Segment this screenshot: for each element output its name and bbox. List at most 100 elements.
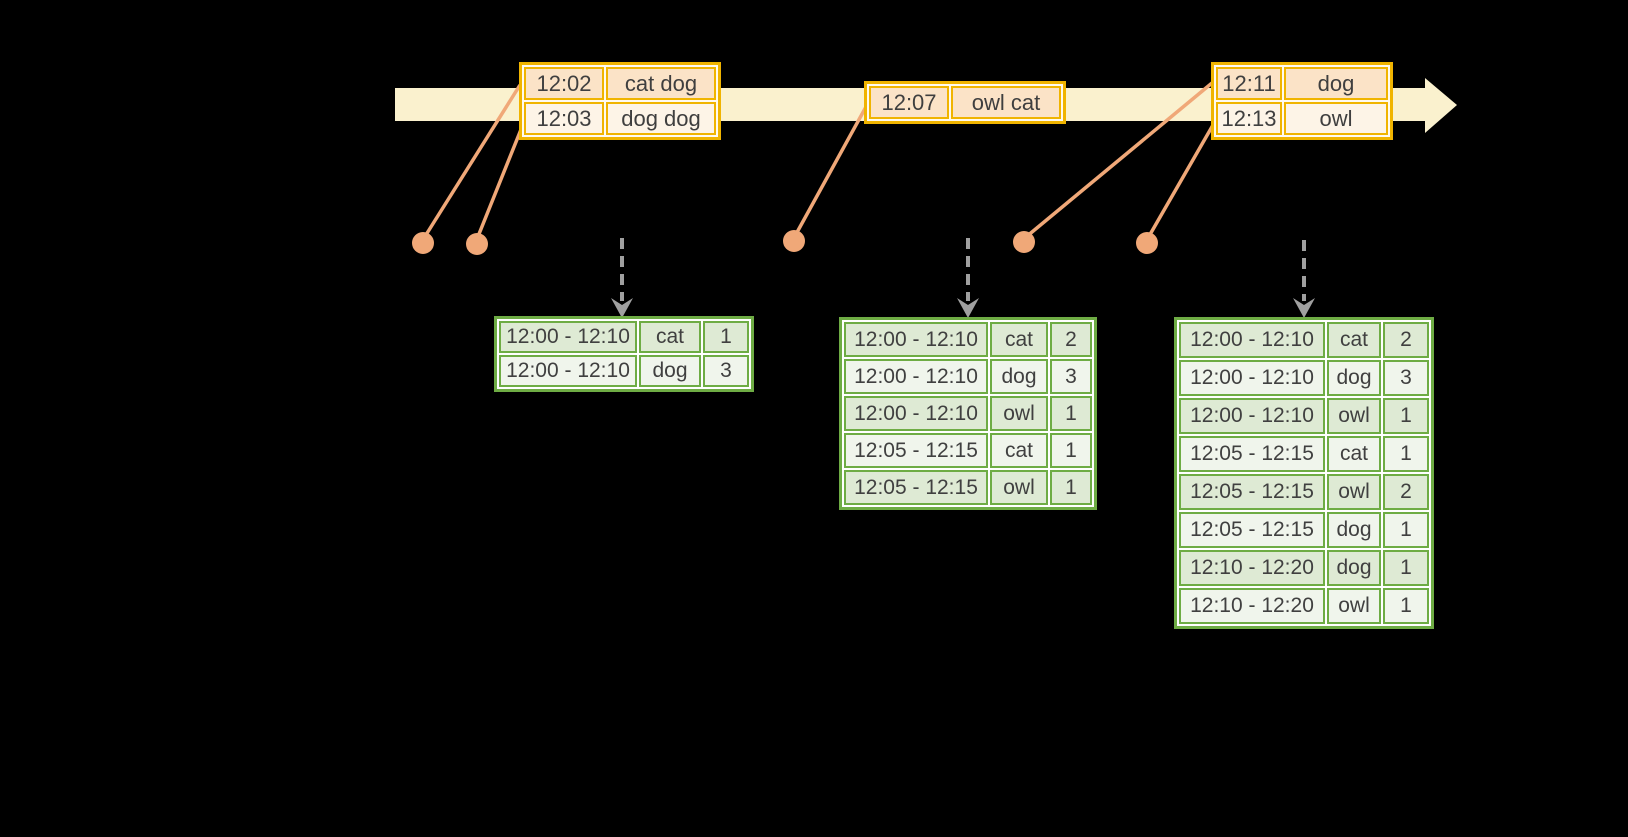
window-cell: 12:00 - 12:10 bbox=[1179, 360, 1325, 396]
count-cell: 2 bbox=[1050, 322, 1092, 357]
count-cell: 2 bbox=[1383, 474, 1429, 510]
window-cell: 12:00 - 12:10 bbox=[844, 396, 988, 431]
count-cell: 1 bbox=[703, 321, 749, 353]
word-cell: owl bbox=[1327, 474, 1381, 510]
result-table-2-grid: 12:00 - 12:10 cat 2 12:00 - 12:10 dog 3 … bbox=[839, 317, 1097, 510]
event-line-1213 bbox=[1146, 124, 1215, 239]
event-table-1: 12:02 cat dog 12:03 dog dog bbox=[519, 62, 721, 140]
table-row: 12:07 owl cat bbox=[869, 86, 1061, 119]
table-row: 12:00 - 12:10 dog 3 bbox=[499, 355, 749, 387]
down-arrowhead-icon-2 bbox=[957, 298, 979, 318]
count-cell: 1 bbox=[1383, 550, 1429, 586]
event-line-1211 bbox=[1024, 81, 1214, 239]
window-cell: 12:05 - 12:15 bbox=[1179, 474, 1325, 510]
table-row: 12:00 - 12:10 cat 2 bbox=[844, 322, 1092, 357]
event-connectors bbox=[422, 81, 1215, 240]
trigger-arrowheads bbox=[611, 298, 1315, 318]
word-cell: cat bbox=[990, 433, 1048, 468]
event-words-cell: dog dog bbox=[606, 102, 716, 135]
word-cell: dog bbox=[639, 355, 701, 387]
event-dot-1203 bbox=[466, 233, 488, 255]
window-cell: 12:00 - 12:10 bbox=[499, 355, 637, 387]
trigger-arrows bbox=[620, 238, 1306, 301]
window-cell: 12:00 - 12:10 bbox=[844, 322, 988, 357]
event-table-3: 12:11 dog 12:13 owl bbox=[1211, 62, 1393, 140]
result-table-1: 12:00 - 12:10 cat 1 12:00 - 12:10 dog 3 bbox=[494, 316, 754, 392]
table-row: 12:02 cat dog bbox=[524, 67, 716, 100]
event-table-1-grid: 12:02 cat dog 12:03 dog dog bbox=[519, 62, 721, 140]
count-cell: 1 bbox=[1383, 436, 1429, 472]
word-cell: owl bbox=[1327, 398, 1381, 434]
count-cell: 1 bbox=[1383, 512, 1429, 548]
table-row: 12:05 - 12:15 dog 1 bbox=[1179, 512, 1429, 548]
event-words-cell: cat dog bbox=[606, 67, 716, 100]
table-row: 12:05 - 12:15 owl 1 bbox=[844, 470, 1092, 505]
window-cell: 12:05 - 12:15 bbox=[1179, 436, 1325, 472]
event-time-cell: 12:07 bbox=[869, 86, 949, 119]
event-time-cell: 12:13 bbox=[1216, 102, 1282, 135]
word-cell: owl bbox=[990, 470, 1048, 505]
window-cell: 12:05 - 12:15 bbox=[844, 470, 988, 505]
table-row: 12:10 - 12:20 dog 1 bbox=[1179, 550, 1429, 586]
window-cell: 12:05 - 12:15 bbox=[1179, 512, 1325, 548]
word-cell: cat bbox=[639, 321, 701, 353]
event-words-cell: owl bbox=[1284, 102, 1388, 135]
window-cell: 12:05 - 12:15 bbox=[844, 433, 988, 468]
count-cell: 3 bbox=[1383, 360, 1429, 396]
window-cell: 12:10 - 12:20 bbox=[1179, 550, 1325, 586]
event-words-cell: dog bbox=[1284, 67, 1388, 100]
event-words-cell: owl cat bbox=[951, 86, 1061, 119]
word-cell: dog bbox=[990, 359, 1048, 394]
word-cell: dog bbox=[1327, 512, 1381, 548]
word-cell: owl bbox=[990, 396, 1048, 431]
window-cell: 12:00 - 12:10 bbox=[1179, 398, 1325, 434]
table-row: 12:05 - 12:15 owl 2 bbox=[1179, 474, 1429, 510]
result-table-2: 12:00 - 12:10 cat 2 12:00 - 12:10 dog 3 … bbox=[839, 317, 1097, 510]
word-cell: cat bbox=[1327, 322, 1381, 358]
table-row: 12:13 owl bbox=[1216, 102, 1388, 135]
event-dot-1213 bbox=[1136, 232, 1158, 254]
timeline-arrowhead-icon bbox=[1425, 78, 1457, 133]
event-line-1207 bbox=[793, 104, 869, 237]
table-row: 12:05 - 12:15 cat 1 bbox=[844, 433, 1092, 468]
down-arrowhead-icon-3 bbox=[1293, 298, 1315, 318]
event-table-2: 12:07 owl cat bbox=[864, 81, 1066, 124]
word-cell: dog bbox=[1327, 360, 1381, 396]
count-cell: 3 bbox=[703, 355, 749, 387]
event-table-2-grid: 12:07 owl cat bbox=[864, 81, 1066, 124]
event-table-3-grid: 12:11 dog 12:13 owl bbox=[1211, 62, 1393, 140]
result-table-3: 12:00 - 12:10 cat 2 12:00 - 12:10 dog 3 … bbox=[1174, 317, 1434, 629]
count-cell: 1 bbox=[1050, 396, 1092, 431]
table-row: 12:05 - 12:15 cat 1 bbox=[1179, 436, 1429, 472]
table-row: 12:00 - 12:10 cat 1 bbox=[499, 321, 749, 353]
table-row: 12:00 - 12:10 cat 2 bbox=[1179, 322, 1429, 358]
table-row: 12:10 - 12:20 owl 1 bbox=[1179, 588, 1429, 624]
word-cell: cat bbox=[990, 322, 1048, 357]
word-cell: dog bbox=[1327, 550, 1381, 586]
table-row: 12:00 - 12:10 dog 3 bbox=[1179, 360, 1429, 396]
window-cell: 12:00 - 12:10 bbox=[844, 359, 988, 394]
count-cell: 1 bbox=[1050, 470, 1092, 505]
table-row: 12:11 dog bbox=[1216, 67, 1388, 100]
event-line-1203 bbox=[475, 126, 524, 240]
window-cell: 12:10 - 12:20 bbox=[1179, 588, 1325, 624]
table-row: 12:00 - 12:10 owl 1 bbox=[844, 396, 1092, 431]
count-cell: 1 bbox=[1383, 588, 1429, 624]
count-cell: 2 bbox=[1383, 322, 1429, 358]
word-cell: owl bbox=[1327, 588, 1381, 624]
table-row: 12:03 dog dog bbox=[524, 102, 716, 135]
event-line-1202 bbox=[422, 84, 522, 239]
table-row: 12:00 - 12:10 owl 1 bbox=[1179, 398, 1429, 434]
event-time-cell: 12:02 bbox=[524, 67, 604, 100]
event-dots bbox=[412, 230, 1158, 255]
count-cell: 3 bbox=[1050, 359, 1092, 394]
word-cell: cat bbox=[1327, 436, 1381, 472]
count-cell: 1 bbox=[1383, 398, 1429, 434]
result-table-3-grid: 12:00 - 12:10 cat 2 12:00 - 12:10 dog 3 … bbox=[1174, 317, 1434, 629]
event-time-cell: 12:03 bbox=[524, 102, 604, 135]
down-arrowhead-icon-1 bbox=[611, 298, 633, 318]
event-dot-1207 bbox=[783, 230, 805, 252]
window-cell: 12:00 - 12:10 bbox=[499, 321, 637, 353]
window-cell: 12:00 - 12:10 bbox=[1179, 322, 1325, 358]
